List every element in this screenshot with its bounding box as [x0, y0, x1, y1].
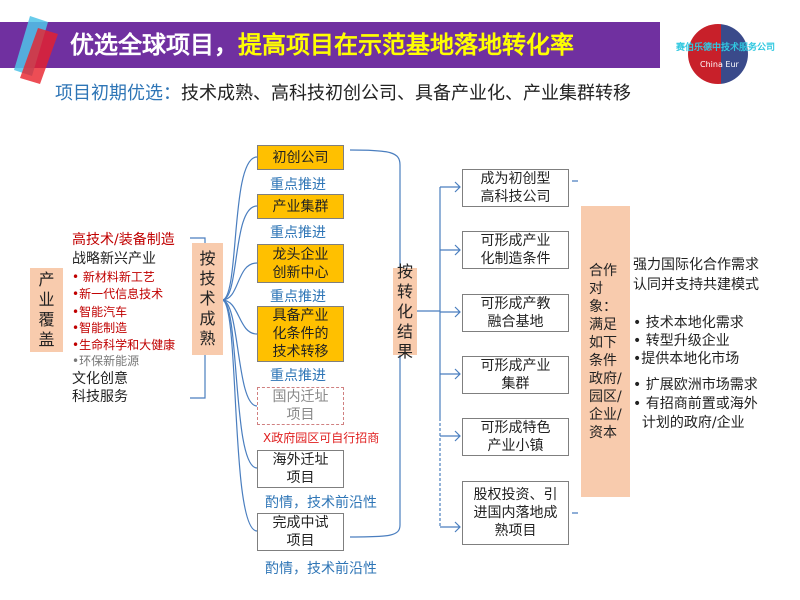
industry-item: 高技术/装备制造	[72, 232, 175, 248]
result-item: 可形成产教融合基地	[462, 294, 569, 332]
industry-coverage-label: 产业覆盖	[30, 268, 63, 352]
category-overseas-relocation: 海外迁址项目	[257, 450, 344, 488]
industry-item: •智能制造	[72, 321, 128, 335]
category-note: 重点推进	[270, 368, 326, 384]
partner-text: • 扩展欧洲市场需求	[633, 377, 758, 393]
industry-item: 战略新兴产业	[72, 251, 156, 267]
category-note: 重点推进	[270, 177, 326, 193]
category-leader-innovation: 龙头企业创新中心	[257, 244, 344, 283]
by-tech-maturity-label: 按技术成熟	[192, 243, 223, 355]
result-item: 可形成产业集群	[462, 356, 569, 394]
category-tech-transfer: 具备产业化条件的技术转移	[257, 306, 344, 362]
industry-item: •环保新能源	[72, 354, 140, 368]
industry-item: 科技服务	[72, 389, 128, 405]
category-cluster: 产业集群	[257, 194, 344, 219]
industry-item: •生命科学和大健康	[72, 338, 176, 352]
subtitle: 项目初期优选：技术成熟、高科技初创公司、具备产业化、产业集群转移	[55, 83, 631, 104]
category-domestic-relocation: 国内迁址项目	[257, 387, 344, 425]
category-startup: 初创公司	[257, 145, 344, 170]
category-note: 酌情，技术前沿性	[265, 495, 377, 511]
industry-item: •新一代信息技术	[72, 287, 164, 301]
partner-text: •提供本地化市场	[633, 351, 740, 367]
by-result-label: 按转化结果	[393, 262, 417, 361]
partners-label: 合作对象：满足如下条件政府/园区/企业/资本	[581, 206, 630, 497]
industry-item: • 新材料新工艺	[72, 270, 155, 284]
partner-text: 计划的政府/企业	[633, 415, 745, 431]
result-item: 成为初创型高科技公司	[462, 169, 569, 207]
partner-text: • 有招商前置或海外	[633, 396, 758, 412]
category-note: 酌情，技术前沿性	[265, 561, 377, 577]
decoration-icon	[14, 16, 58, 84]
result-item: 股权投资、引进国内落地成熟项目	[462, 481, 569, 545]
category-note: 重点推进	[270, 225, 326, 241]
partner-text: • 技术本地化需求	[633, 315, 744, 331]
industry-item: •智能汽车	[72, 305, 128, 319]
title-banner	[0, 22, 660, 68]
partner-text: 认同并支持共建模式	[633, 277, 759, 293]
category-note: 重点推进	[270, 289, 326, 305]
partner-text: 强力国际化合作需求	[633, 257, 759, 273]
result-item: 可形成产业化制造条件	[462, 231, 569, 269]
logo-text: 赛伯乐德中技术服务公司	[676, 43, 776, 53]
category-pilot-complete: 完成中试项目	[257, 513, 344, 551]
partner-text: • 转型升级企业	[633, 333, 730, 349]
company-logo: China Eur	[688, 24, 748, 84]
result-item: 可形成特色产业小镇	[462, 418, 569, 456]
page-title: 优选全球项目，提高项目在示范基地落地转化率	[70, 31, 574, 59]
category-note: X政府园区可自行招商	[263, 431, 380, 445]
industry-item: 文化创意	[72, 371, 128, 387]
